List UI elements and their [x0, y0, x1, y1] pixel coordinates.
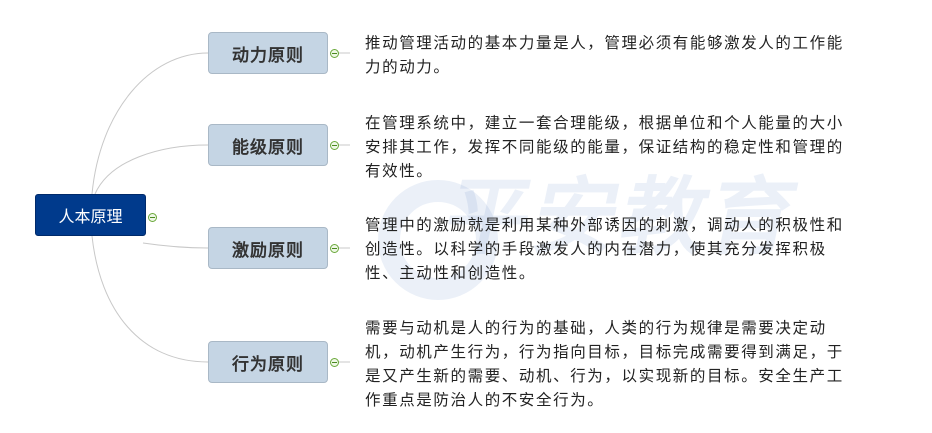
topic-description: 需要与动机是人的行为的基础，人类的行为规律是需要决定动机，动机产生行为，行为指向…	[365, 319, 844, 409]
topic-description: 管理中的激励就是利用某种外部诱因的刺激，调动人的积极性和创造性。以科学的手段激发…	[365, 216, 844, 282]
topic-node-xingwei[interactable]: 行为原则	[208, 341, 328, 383]
topic-node-jili[interactable]: 激励原则	[208, 227, 328, 269]
topic-node-dongli[interactable]: 动力原则	[208, 32, 328, 74]
topic-description: 推动管理活动的基本力量是人，管理必须有能够激发人的工作能力的动力。	[365, 34, 844, 76]
topic-description: 在管理系统中，建立一套合理能级，根据单位和个人能量的大小安排其工作，发挥不同能级…	[365, 114, 844, 180]
collapse-icon[interactable]	[148, 213, 157, 222]
collapse-icon[interactable]	[330, 244, 339, 253]
collapse-icon[interactable]	[330, 141, 339, 150]
topic-label: 激励原则	[232, 240, 304, 261]
topic-label: 行为原则	[232, 354, 304, 375]
collapse-icon[interactable]	[330, 358, 339, 367]
topic-node-nengji[interactable]: 能级原则	[208, 124, 328, 166]
root-node-label: 人本原理	[58, 207, 123, 226]
collapse-icon[interactable]	[330, 49, 339, 58]
root-node[interactable]: 人本原理	[35, 194, 146, 236]
topic-label: 动力原则	[232, 45, 304, 66]
topic-label: 能级原则	[232, 137, 304, 158]
